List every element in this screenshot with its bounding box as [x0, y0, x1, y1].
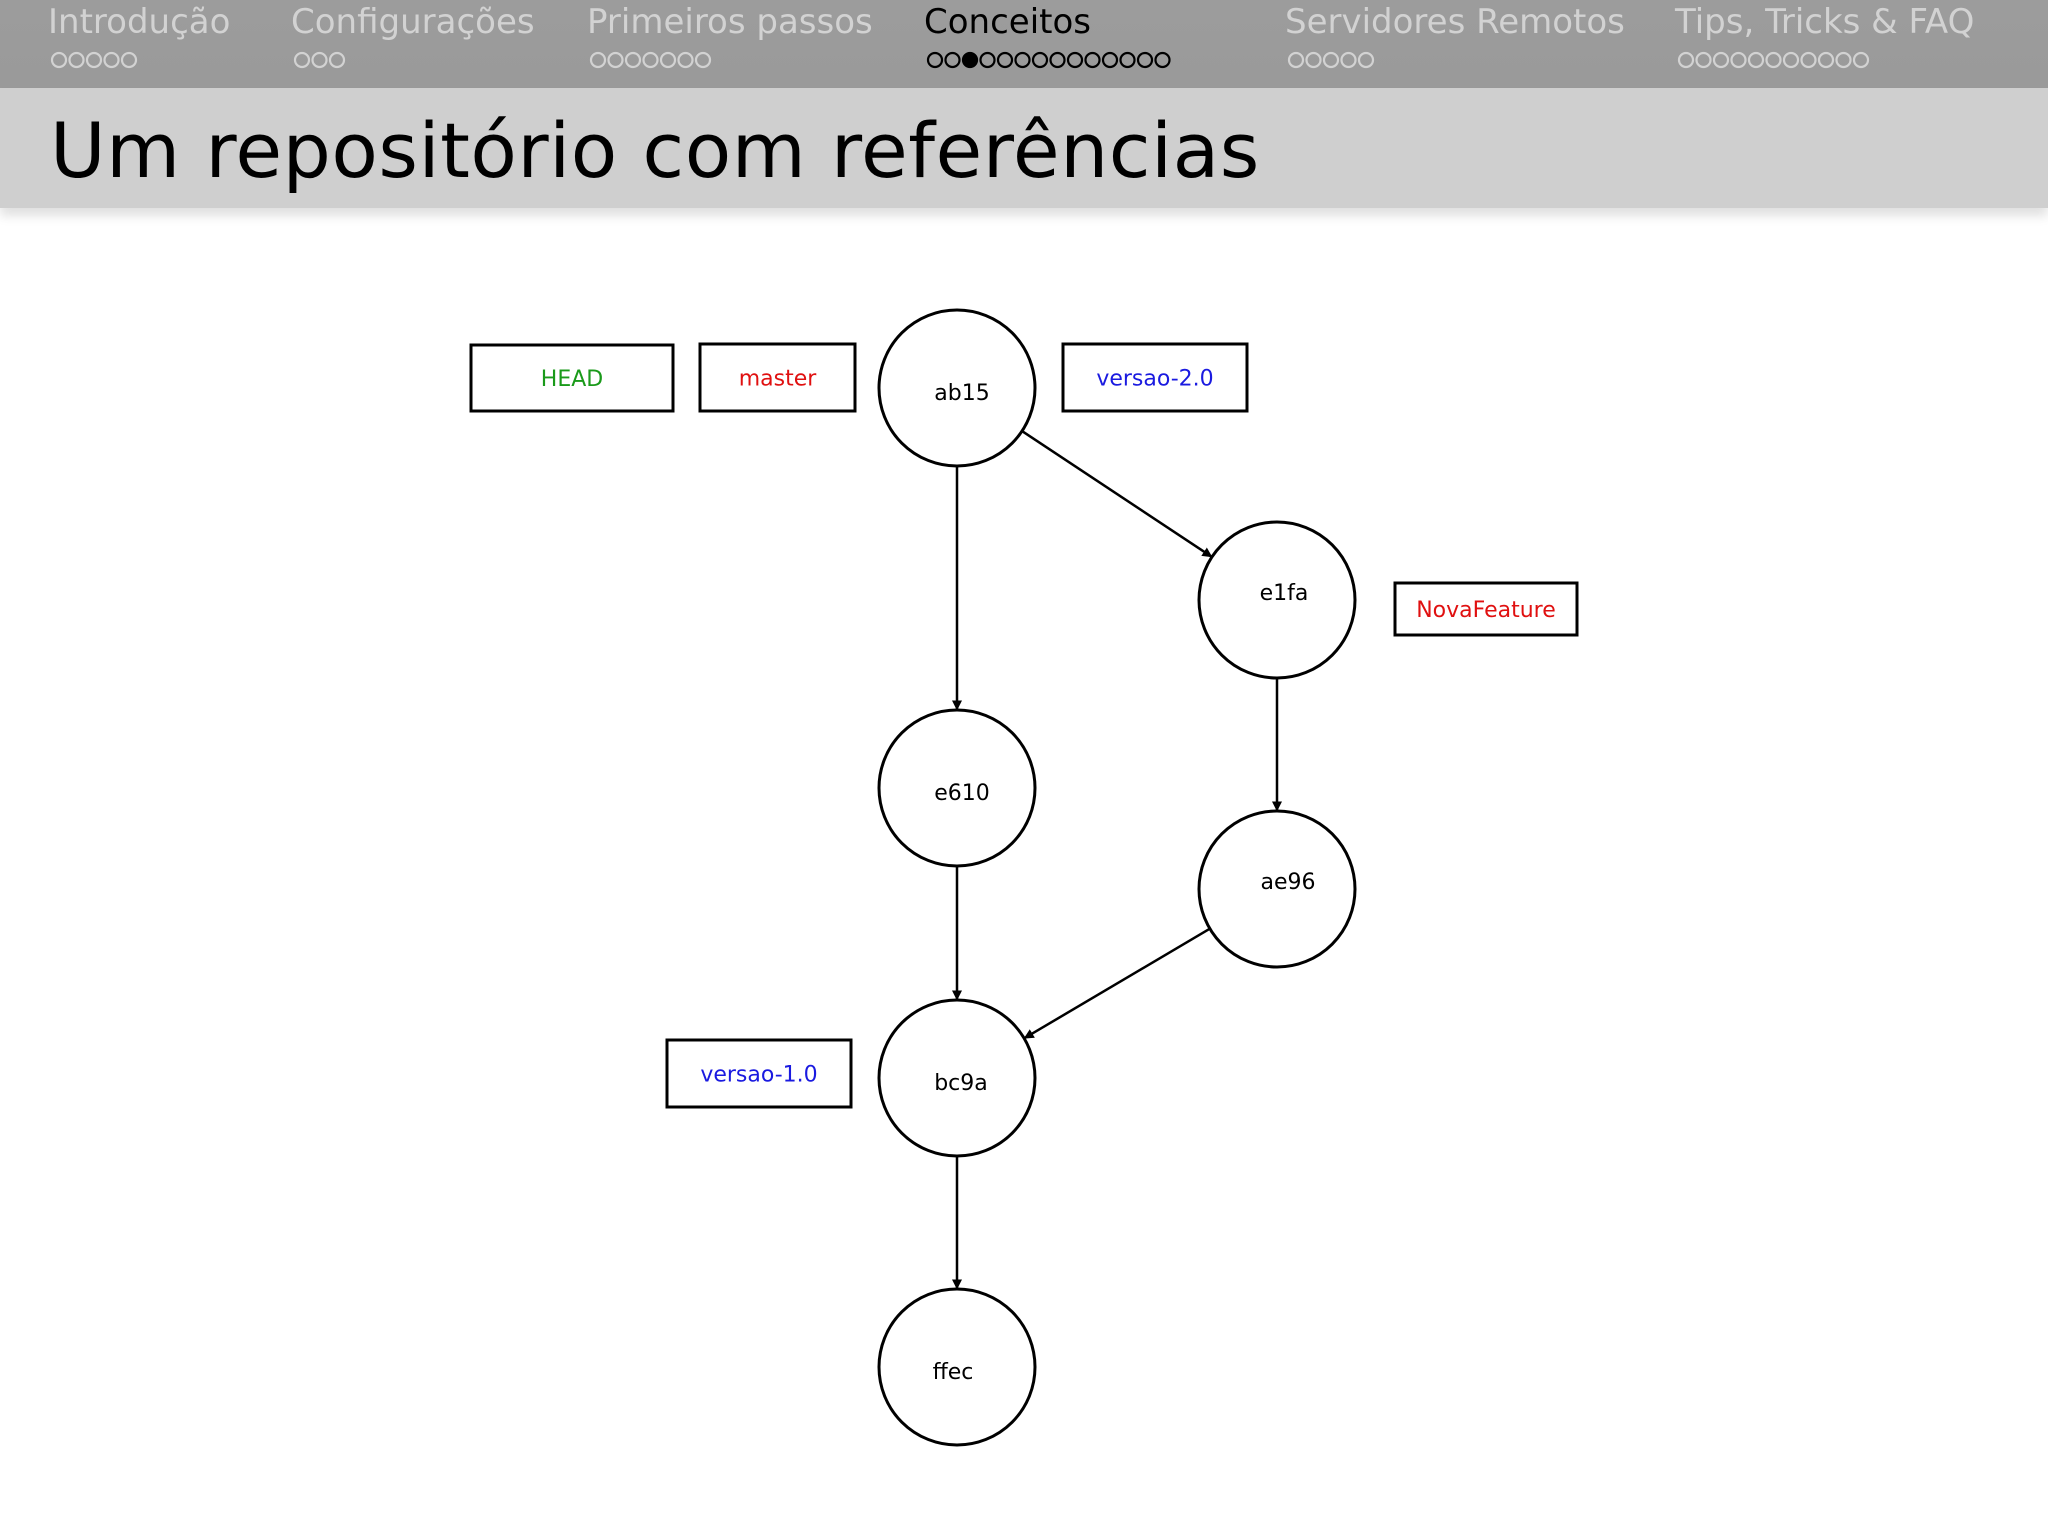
commit-node-bc9a: bc9a	[877, 998, 1037, 1158]
nav-dot[interactable]	[1154, 51, 1171, 69]
nav-section-dots	[1287, 50, 1379, 70]
ref-master: master	[698, 342, 857, 413]
nav-dot[interactable]	[589, 51, 607, 69]
ref-label: versao-1.0	[700, 1063, 817, 1088]
nav-section-dots	[293, 50, 350, 70]
nav-dot[interactable]	[642, 51, 659, 69]
nav-dot[interactable]	[1014, 51, 1031, 69]
nav-section-label: Conceitos	[924, 2, 1091, 42]
nav-dot[interactable]	[1730, 51, 1747, 69]
commit-node-ab15: ab15	[877, 308, 1037, 468]
nav-dot[interactable]	[1136, 51, 1154, 69]
commit-label: ae96	[1260, 870, 1315, 895]
nav-dot[interactable]	[50, 51, 68, 69]
nav-dot[interactable]	[1852, 51, 1870, 69]
nav-section-dots	[926, 50, 1175, 70]
nav-dot[interactable]	[659, 51, 677, 69]
nav-dot-current[interactable]	[961, 51, 979, 69]
nav-dot[interactable]	[1031, 51, 1049, 69]
nav-dot[interactable]	[293, 51, 311, 69]
nav-section-dots	[50, 50, 142, 70]
ref-head: HEAD	[469, 343, 675, 413]
nav-dot[interactable]	[120, 51, 138, 69]
ref-label: NovaFeature	[1416, 598, 1556, 623]
nav-dot[interactable]	[1747, 51, 1765, 69]
nav-dot[interactable]	[1835, 51, 1852, 69]
nav-dot[interactable]	[1101, 51, 1119, 69]
section-navigation: Introdução Configurações Primeiros passo…	[0, 0, 2048, 88]
edge-ae96-to-bc9a	[1023, 927, 1211, 1040]
nav-dot[interactable]	[1340, 51, 1357, 69]
commit-node-ffec: ffec	[877, 1287, 1037, 1447]
nav-dot[interactable]	[1712, 51, 1730, 69]
commits: ab15 e1fa e610 ae96 bc9a ffec	[877, 308, 1357, 1447]
nav-dot[interactable]	[944, 51, 961, 69]
commit-node-e1fa: e1fa	[1197, 520, 1357, 680]
nav-section-dots	[589, 50, 716, 70]
nav-dot[interactable]	[103, 51, 120, 69]
nav-dot[interactable]	[694, 51, 712, 69]
nav-dot[interactable]	[1119, 51, 1136, 69]
nav-dot[interactable]	[1287, 51, 1305, 69]
nav-dot[interactable]	[328, 51, 346, 69]
nav-dot[interactable]	[1677, 51, 1695, 69]
commit-label: e610	[934, 781, 990, 806]
nav-section-label: Configurações	[291, 2, 535, 42]
nav-dot[interactable]	[1322, 51, 1340, 69]
nav-dot[interactable]	[85, 51, 103, 69]
ref-versao-2-0: versao-2.0	[1061, 342, 1249, 413]
commit-label: e1fa	[1260, 581, 1309, 606]
nav-dot[interactable]	[1066, 51, 1084, 69]
nav-dot[interactable]	[1817, 51, 1835, 69]
nav-dot[interactable]	[677, 51, 694, 69]
nav-dot[interactable]	[1800, 51, 1817, 69]
title-bar: Um repositório com referências	[0, 88, 2048, 208]
ref-versao-1-0: versao-1.0	[665, 1038, 853, 1109]
commit-label: bc9a	[934, 1071, 988, 1096]
nav-dot[interactable]	[926, 51, 944, 69]
commit-label: ffec	[933, 1360, 974, 1385]
page-title: Um repositório com referências	[50, 106, 1260, 195]
nav-dot[interactable]	[1049, 51, 1066, 69]
nav-dot[interactable]	[68, 51, 85, 69]
nav-dot[interactable]	[624, 51, 642, 69]
nav-dot[interactable]	[1357, 51, 1375, 69]
nav-section-label: Servidores Remotos	[1285, 2, 1625, 42]
nav-dot[interactable]	[1695, 51, 1712, 69]
nav-section-label: Primeiros passos	[587, 2, 873, 42]
ref-label: master	[739, 367, 818, 392]
nav-dot[interactable]	[1782, 51, 1800, 69]
nav-dot[interactable]	[607, 51, 624, 69]
commit-node-ae96: ae96	[1197, 809, 1357, 969]
nav-dot[interactable]	[1305, 51, 1322, 69]
ref-label: HEAD	[541, 367, 603, 392]
nav-dot[interactable]	[996, 51, 1014, 69]
ref-label: versao-2.0	[1096, 367, 1213, 392]
ref-novafeature: NovaFeature	[1393, 581, 1579, 637]
edges	[952, 430, 1282, 1290]
nav-dot[interactable]	[979, 51, 996, 69]
nav-section-label: Introdução	[48, 2, 231, 42]
edge-ab15-to-e1fa	[1021, 430, 1213, 558]
nav-dot[interactable]	[1765, 51, 1782, 69]
nav-dot[interactable]	[311, 51, 328, 69]
commit-label: ab15	[934, 381, 989, 406]
commit-node-e610: e610	[877, 708, 1037, 868]
nav-dot[interactable]	[1084, 51, 1101, 69]
nav-section-label: Tips, Tricks & FAQ	[1675, 2, 1975, 42]
nav-section-dots	[1677, 50, 1874, 70]
